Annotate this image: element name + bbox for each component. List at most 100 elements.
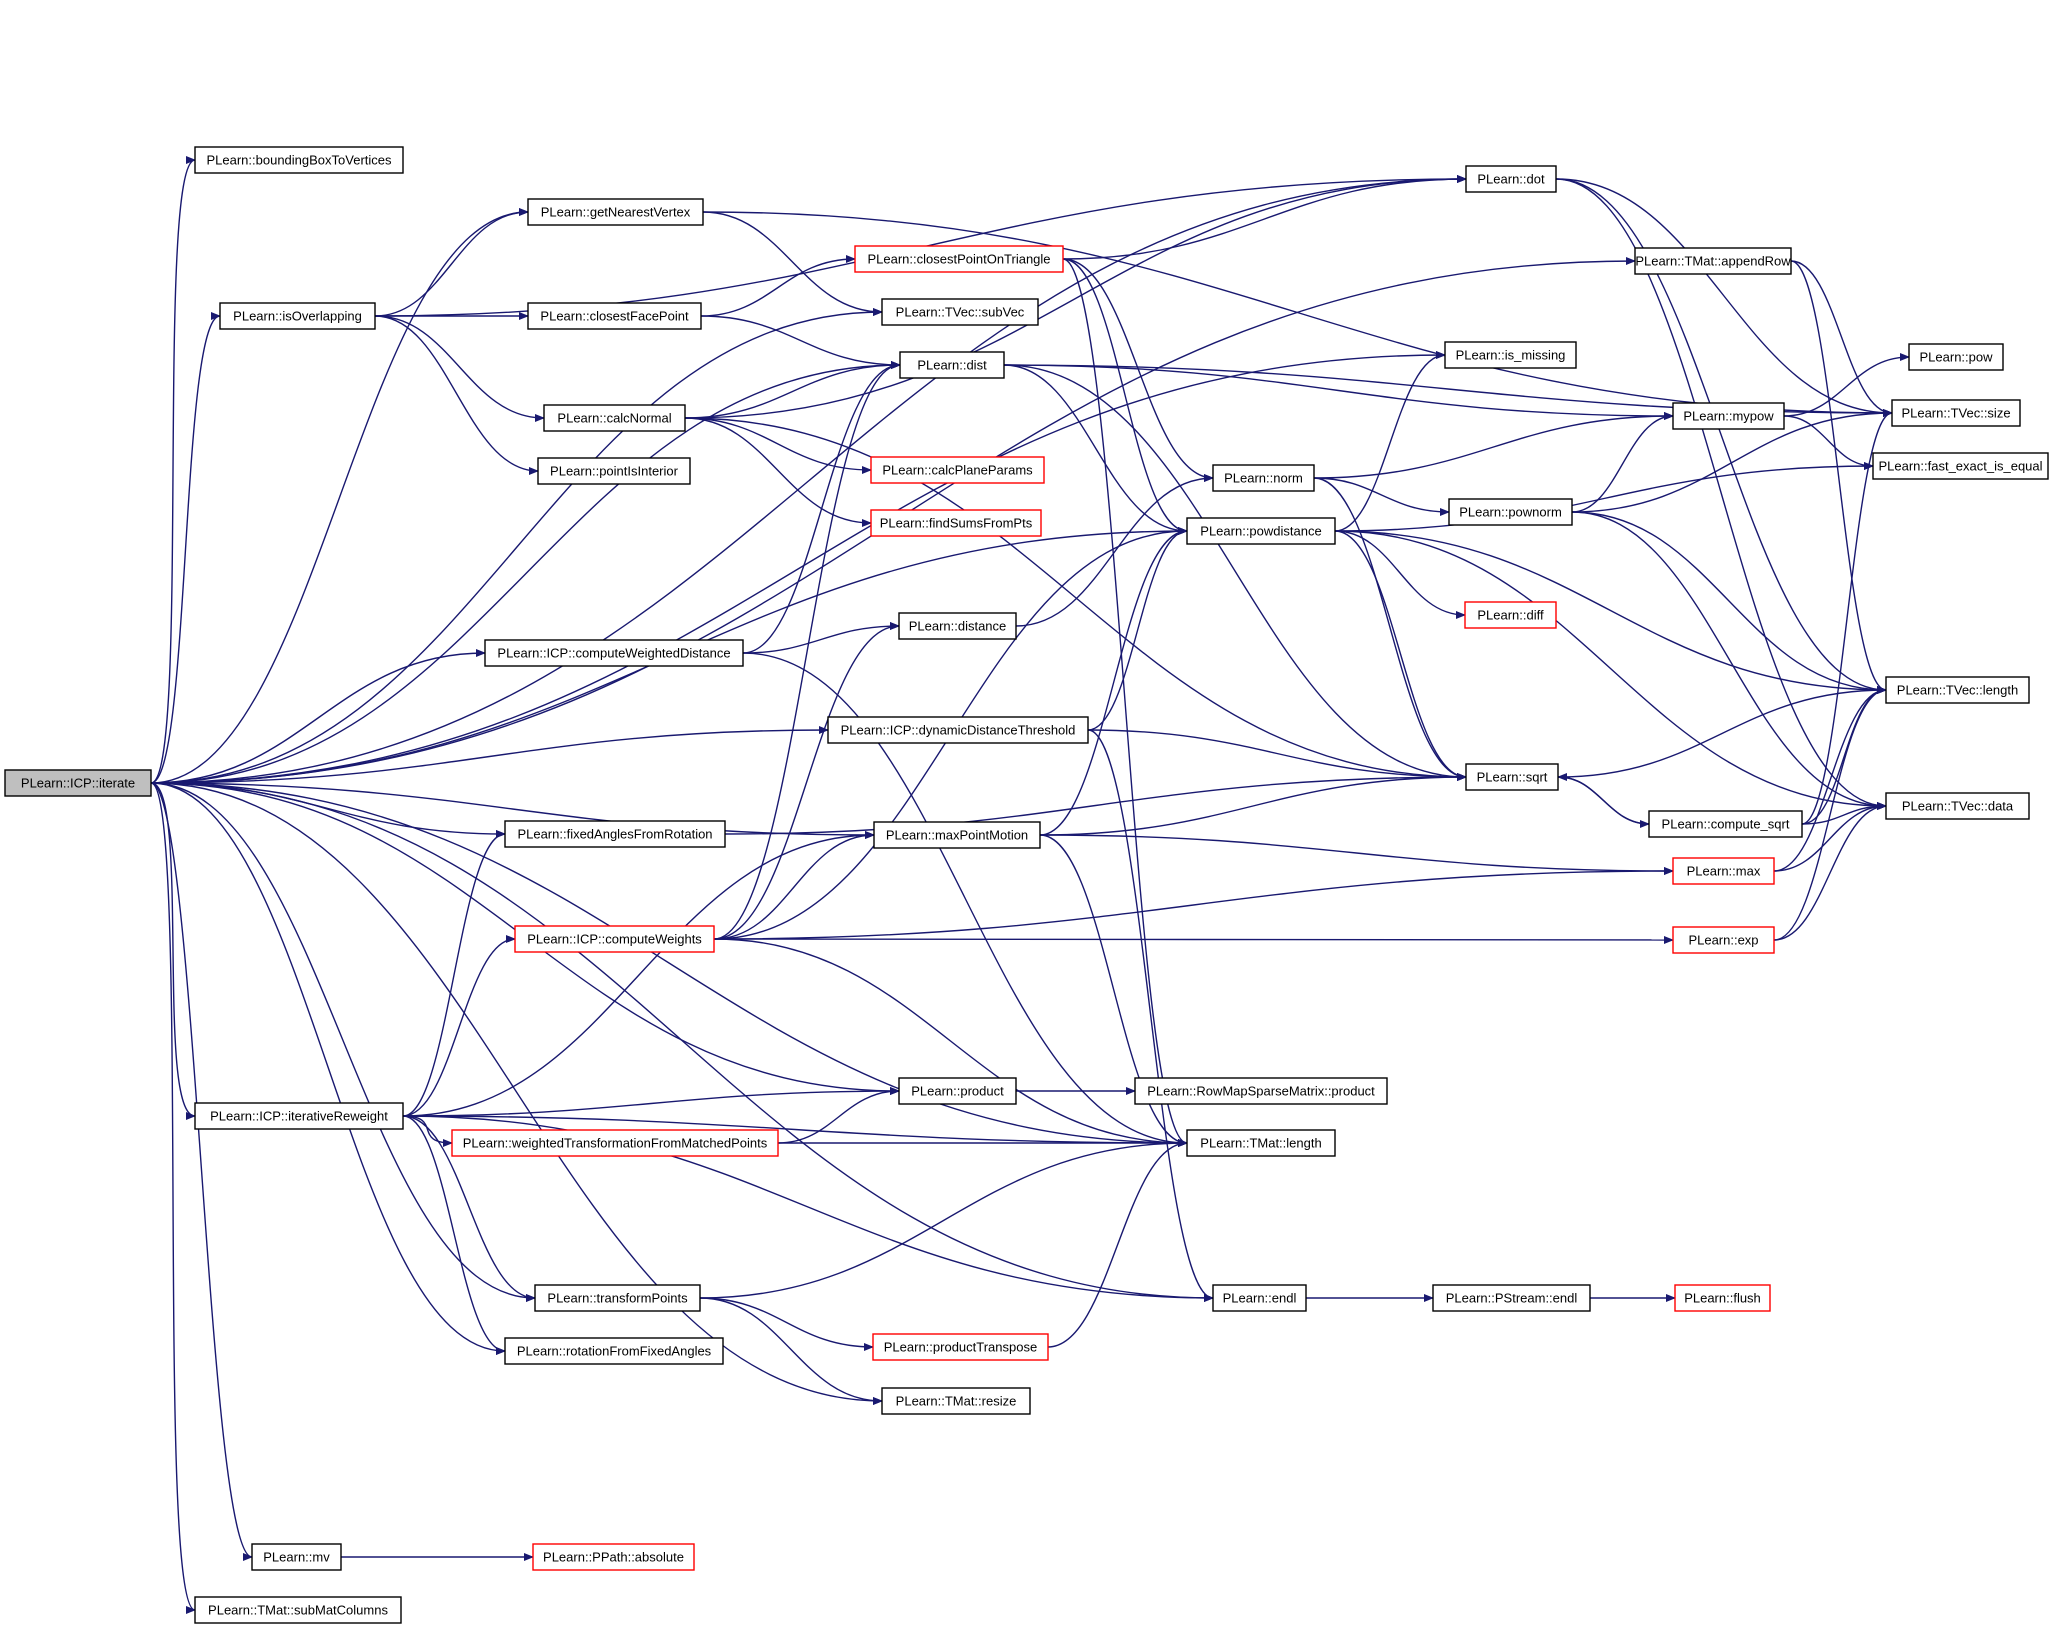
node-box[interactable] xyxy=(504,1337,724,1365)
node-subMatColumns[interactable]: PLearn::TMat::subMatColumns xyxy=(194,1596,402,1624)
node-flush[interactable]: PLearn::flush xyxy=(1674,1284,1771,1312)
node-pointIsInterior[interactable]: PLearn::pointIsInterior xyxy=(537,457,691,485)
node-PStreamEndl[interactable]: PLearn::PStream::endl xyxy=(1432,1284,1591,1312)
node-box[interactable] xyxy=(534,1284,701,1312)
node-TVecSize[interactable]: PLearn::TVec::size xyxy=(1891,399,2021,427)
node-productTranspose[interactable]: PLearn::productTranspose xyxy=(872,1333,1049,1361)
node-box[interactable] xyxy=(898,1077,1017,1105)
node-fast_exact_is_equal[interactable]: PLearn::fast_exact_is_equal xyxy=(1872,452,2049,480)
node-compute_sqrt[interactable]: PLearn::compute_sqrt xyxy=(1648,810,1803,838)
node-box[interactable] xyxy=(1448,498,1573,526)
node-box[interactable] xyxy=(514,925,715,953)
node-box[interactable] xyxy=(1672,402,1785,430)
node-box[interactable] xyxy=(1464,601,1557,629)
node-TMatLength[interactable]: PLearn::TMat::length xyxy=(1186,1129,1336,1157)
node-box[interactable] xyxy=(1186,1129,1336,1157)
node-product[interactable]: PLearn::product xyxy=(898,1077,1017,1105)
node-box[interactable] xyxy=(1672,926,1775,954)
node-box[interactable] xyxy=(484,639,744,667)
node-maxPointMotion[interactable]: PLearn::maxPointMotion xyxy=(873,821,1041,849)
node-box[interactable] xyxy=(1891,399,2021,427)
node-box[interactable] xyxy=(827,716,1089,744)
node-pownorm[interactable]: PLearn::pownorm xyxy=(1448,498,1573,526)
node-box[interactable] xyxy=(1212,1284,1307,1312)
node-rotationFromFixedAngles[interactable]: PLearn::rotationFromFixedAngles xyxy=(504,1337,724,1365)
node-box[interactable] xyxy=(4,769,152,797)
node-is_missing[interactable]: PLearn::is_missing xyxy=(1444,341,1577,369)
node-TVecData[interactable]: PLearn::TVec::data xyxy=(1885,792,2030,820)
node-box[interactable] xyxy=(194,1102,404,1130)
node-diff[interactable]: PLearn::diff xyxy=(1464,601,1557,629)
node-box[interactable] xyxy=(532,1543,695,1571)
node-exp[interactable]: PLearn::exp xyxy=(1672,926,1775,954)
node-boundingBoxToVertices[interactable]: PLearn::boundingBoxToVertices xyxy=(194,146,404,174)
node-box[interactable] xyxy=(1432,1284,1591,1312)
node-box[interactable] xyxy=(527,198,704,226)
node-dist[interactable]: PLearn::dist xyxy=(899,351,1005,379)
node-box[interactable] xyxy=(1908,343,2004,371)
node-box[interactable] xyxy=(870,509,1042,537)
node-pow[interactable]: PLearn::pow xyxy=(1908,343,2004,371)
node-box[interactable] xyxy=(251,1543,342,1571)
node-isOverlapping[interactable]: PLearn::isOverlapping xyxy=(219,302,376,330)
node-box[interactable] xyxy=(898,612,1017,640)
node-powdistance[interactable]: PLearn::powdistance xyxy=(1186,517,1336,545)
node-weightedTransformation[interactable]: PLearn::weightedTransformationFromMatche… xyxy=(451,1129,779,1157)
node-box[interactable] xyxy=(873,821,1041,849)
node-closestPointOnTriangle[interactable]: PLearn::closestPointOnTriangle xyxy=(854,245,1064,273)
node-box[interactable] xyxy=(881,1387,1031,1415)
node-box[interactable] xyxy=(194,1596,402,1624)
node-box[interactable] xyxy=(1872,452,2049,480)
node-mv[interactable]: PLearn::mv xyxy=(251,1543,342,1571)
node-TVecLength[interactable]: PLearn::TVec::length xyxy=(1885,676,2030,704)
node-box[interactable] xyxy=(1444,341,1577,369)
node-box[interactable] xyxy=(219,302,376,330)
node-subVec[interactable]: PLearn::TVec::subVec xyxy=(881,298,1039,326)
node-box[interactable] xyxy=(872,1333,1049,1361)
node-appendRow[interactable]: PLearn::TMat::appendRow xyxy=(1634,247,1792,275)
node-box[interactable] xyxy=(1465,165,1557,193)
node-max[interactable]: PLearn::max xyxy=(1672,857,1775,885)
node-box[interactable] xyxy=(537,457,691,485)
node-box[interactable] xyxy=(1672,857,1775,885)
node-computeWeightedDistance[interactable]: PLearn::ICP::computeWeightedDistance xyxy=(484,639,744,667)
node-box[interactable] xyxy=(1648,810,1803,838)
node-box[interactable] xyxy=(899,351,1005,379)
node-box[interactable] xyxy=(1674,1284,1771,1312)
node-resize[interactable]: PLearn::TMat::resize xyxy=(881,1387,1031,1415)
node-dynamicDistanceThreshold[interactable]: PLearn::ICP::dynamicDistanceThreshold xyxy=(827,716,1089,744)
node-box[interactable] xyxy=(1634,247,1792,275)
node-mypow[interactable]: PLearn::mypow xyxy=(1672,402,1785,430)
node-findSumsFromPts[interactable]: PLearn::findSumsFromPts xyxy=(870,509,1042,537)
node-fixedAnglesFromRotation[interactable]: PLearn::fixedAnglesFromRotation xyxy=(504,820,726,848)
node-box[interactable] xyxy=(527,302,702,330)
node-box[interactable] xyxy=(881,298,1039,326)
node-absolute[interactable]: PLearn::PPath::absolute xyxy=(532,1543,695,1571)
node-box[interactable] xyxy=(870,456,1045,484)
node-closestFacePoint[interactable]: PLearn::closestFacePoint xyxy=(527,302,702,330)
node-calcPlaneParams[interactable]: PLearn::calcPlaneParams xyxy=(870,456,1045,484)
node-endl[interactable]: PLearn::endl xyxy=(1212,1284,1307,1312)
node-box[interactable] xyxy=(1186,517,1336,545)
node-getNearestVertex[interactable]: PLearn::getNearestVertex xyxy=(527,198,704,226)
node-box[interactable] xyxy=(194,146,404,174)
node-box[interactable] xyxy=(1134,1077,1388,1105)
node-calcNormal[interactable]: PLearn::calcNormal xyxy=(543,404,686,432)
node-RowMapProduct[interactable]: PLearn::RowMapSparseMatrix::product xyxy=(1134,1077,1388,1105)
node-computeWeights[interactable]: PLearn::ICP::computeWeights xyxy=(514,925,715,953)
node-box[interactable] xyxy=(1212,464,1315,492)
node-iterativeReweight[interactable]: PLearn::ICP::iterativeReweight xyxy=(194,1102,404,1130)
node-dot[interactable]: PLearn::dot xyxy=(1465,165,1557,193)
node-sqrt[interactable]: PLearn::sqrt xyxy=(1465,763,1559,791)
node-box[interactable] xyxy=(854,245,1064,273)
node-box[interactable] xyxy=(1465,763,1559,791)
node-distance[interactable]: PLearn::distance xyxy=(898,612,1017,640)
node-norm[interactable]: PLearn::norm xyxy=(1212,464,1315,492)
node-box[interactable] xyxy=(504,820,726,848)
node-transformPoints[interactable]: PLearn::transformPoints xyxy=(534,1284,701,1312)
node-iterate[interactable]: PLearn::ICP::iterate xyxy=(4,769,152,797)
node-box[interactable] xyxy=(451,1129,779,1157)
node-box[interactable] xyxy=(1885,676,2030,704)
node-box[interactable] xyxy=(543,404,686,432)
node-box[interactable] xyxy=(1885,792,2030,820)
